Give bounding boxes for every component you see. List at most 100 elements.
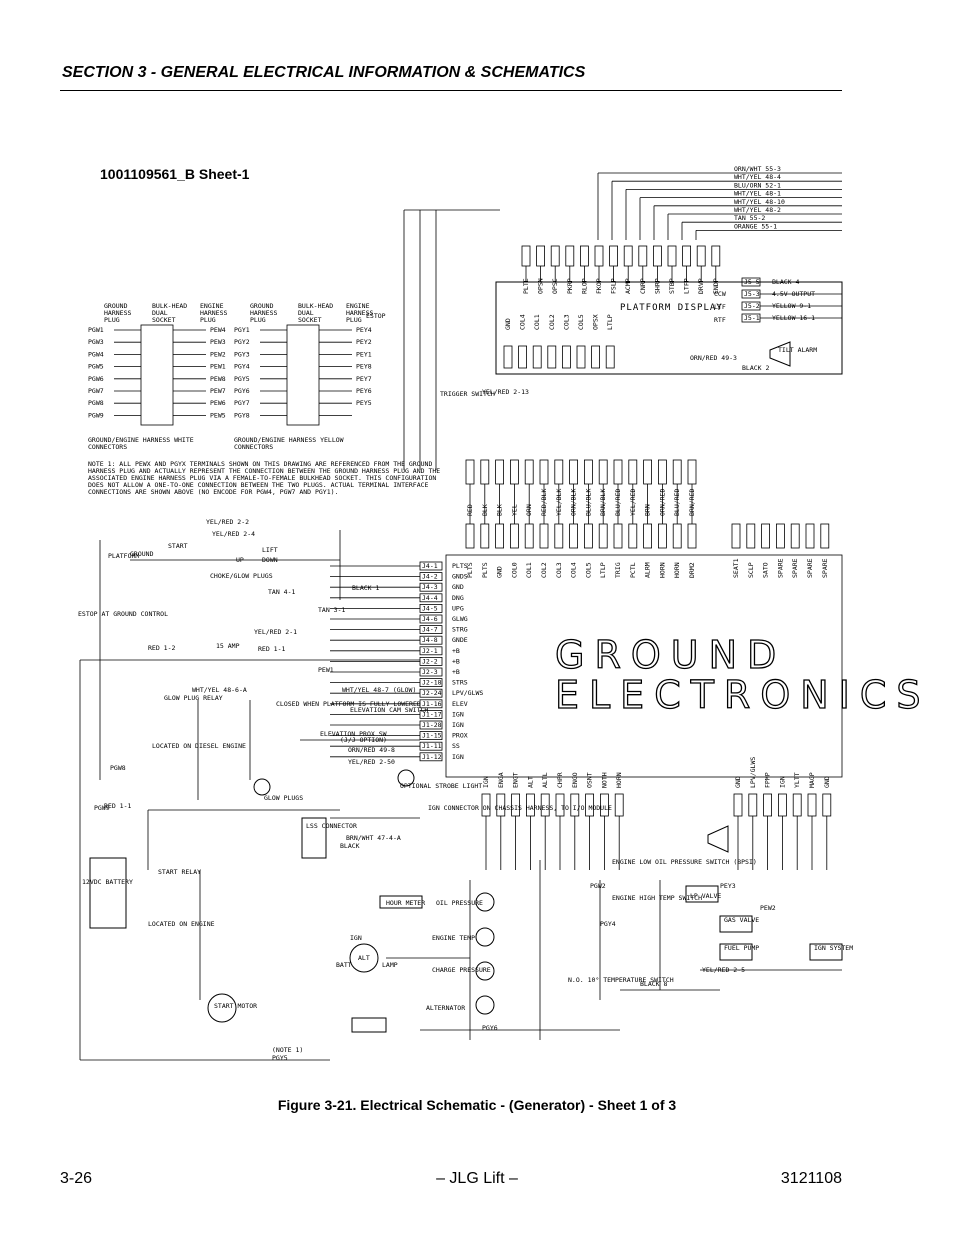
left-pin-label: PGW8 [88,399,104,407]
bottom-connector-label: MAGP [808,772,816,788]
mid-connector-label: PLTS [466,562,474,578]
wire-label: BLACK [340,842,360,850]
harness-caption: CONNECTORS [88,443,127,451]
mid-connector-label: COL1 [525,562,533,578]
key-switch-icon [351,1017,387,1033]
top-wire-label: WHT/YEL 48-2 [734,206,781,214]
wire-label: YEL/RED 2-4 [212,530,255,538]
right-pin-label: PEW4 [210,326,226,334]
component-label: CHOKE/GLOW PLUGS [210,572,273,580]
component-label: LIFT [262,546,278,554]
module-pin-label: SS [452,742,460,750]
connector-pin [653,245,662,267]
bottom-connector-label: GND [734,776,742,788]
connector-pin [682,245,691,267]
connector-pin [792,793,802,817]
component-label: ELEVATION PROX SW [320,730,387,738]
connector-pin [547,345,557,369]
connector-pin [605,345,615,369]
mid-connector-label: SCLP [747,562,755,578]
top-wire-label: ORN/WHT 55-3 [734,165,781,173]
bottom-connector-label: ENGA [497,772,505,788]
harness-caption: GROUND/ENGINE HARNESS YELLOW [234,436,344,444]
component-label: BLACK 2 [742,364,769,372]
display-pin-label: COL4 [519,314,527,330]
connector-pin [667,245,677,267]
harness-header: PLUG [200,316,216,324]
note-reference: PGY4 [600,920,616,928]
left-pin-label: PGW5 [88,363,104,371]
top-connector-label: PLTE [522,278,530,294]
harness-header: SOCKET [152,316,176,324]
component-label: OPTIONAL STROBE LIGHT [400,782,482,790]
component-label: BATT [336,961,352,969]
bottom-connector-label: ALTL [541,772,549,788]
right-pin-label: PEW8 [210,375,226,383]
component-label: GLOW PLUGS [264,794,303,802]
harness-header: ENGINE [200,302,224,310]
harness-header: GROUND [250,302,274,310]
footer-brand: – JLG Lift – [436,1170,518,1187]
glow-plug-icon [253,778,271,796]
module-pin-label: +B [452,657,460,665]
harness-header: SOCKET [298,316,322,324]
charge-pressure-gauge-icon [475,961,495,981]
module-pin-id: J4-1 [422,562,438,570]
connector-pin [576,345,586,369]
harness-header: DUAL [298,309,314,317]
lss-connector-icon [301,817,327,859]
component-label: ENGINE TEMP [432,934,475,942]
right-pin-label: PEY2 [356,338,372,346]
top-connector-label: OPSC [551,278,559,294]
connector-pin [591,345,600,369]
module-pin-label: PLTS [452,562,468,570]
left-pin-label: PGY1 [234,326,250,334]
connector-pin [807,793,817,817]
module-pin-id: J2-2 [422,657,438,665]
right-pin-label: PEW7 [210,387,226,395]
connector-pin [509,459,519,485]
connector-pin [569,523,578,549]
connector-pin [550,245,560,267]
connector-pin [480,523,490,549]
component-label: DOWN [262,556,278,564]
connector-pin [565,245,575,267]
lp-valve-icon [685,885,719,903]
harness-header: BULK-HEAD [298,302,333,310]
top-connector-label: SHRP [653,278,661,294]
component-label: ESTOP AT GROUND CONTROL [78,610,168,618]
connector-pin [761,523,770,549]
connector-pin [480,459,490,485]
component-label: OIL PRESSURE [436,899,483,907]
component-label: ENGINE LOW OIL PRESSURE SWITCH (8PSI) [612,858,757,866]
connector-pin [790,523,800,549]
component-label: ALTERNATOR [426,1004,465,1012]
connector-pin [609,245,618,267]
left-pin-label: PGW7 [88,387,104,395]
module-pin-label: IGN [452,721,464,729]
component-label: IGN CONNECTOR ON CHASSIS HARNESS, TO I/O… [428,804,612,812]
display-pin-label: COL2 [548,314,556,330]
module-pin-label: IGN [452,753,464,761]
left-pin-label: PGW3 [88,338,104,346]
module-pin-id: J1-28 [422,721,442,729]
module-pin-label: IGN [452,710,464,718]
top-wire-label: WHT/YEL 48-1 [734,190,781,198]
left-pin-label: PGY4 [234,363,250,371]
wire-label: BRN/WHT 47-4-A [346,834,401,842]
harness-header: PLUG [104,316,120,324]
top-wire-label: BLU/ORN 52-1 [734,181,781,189]
mid-connector-label: ALRM [644,562,652,578]
component-label: ALT [358,954,370,962]
bottom-connector-label: HORN [615,772,623,788]
bottom-connector-label: OSNT [586,772,594,788]
component-label: IGN SYSTEM [814,944,853,952]
mid-connector-label: SPARE [791,558,799,578]
sheet-label: 1001109561_B Sheet-1 [100,166,250,182]
